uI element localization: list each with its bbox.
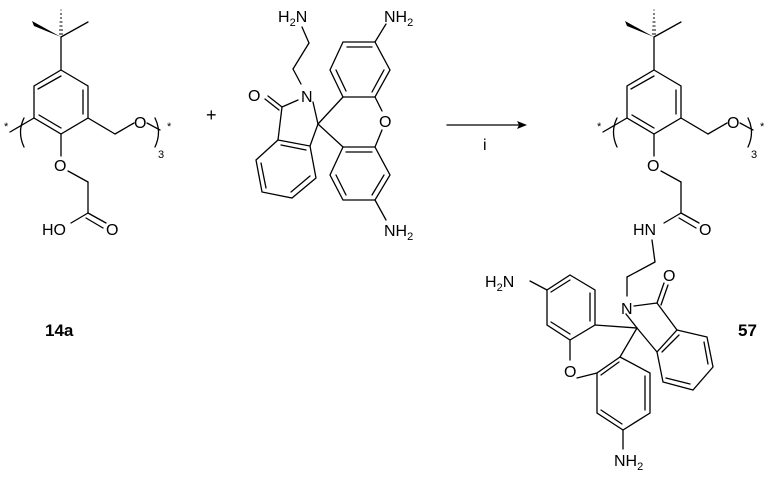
star-left: *: [4, 121, 9, 133]
product-xanthene-o-label: O: [564, 364, 576, 381]
product-h2n-label: H2N: [485, 274, 514, 294]
star-right: *: [167, 121, 172, 133]
nh2-top-label: NH2: [384, 9, 413, 29]
product-repeat-subscript: 3: [751, 149, 757, 161]
product-phenoxy-o-label: O: [647, 158, 659, 175]
product-lactam-n-label: N: [621, 301, 633, 318]
h2n-label: H2N: [278, 9, 307, 29]
lactam-o-label: O: [248, 88, 260, 105]
reaction-condition: i: [483, 137, 487, 154]
amide-o-label: O: [699, 222, 711, 239]
plus-sign: +: [206, 105, 217, 125]
product-ether-o-label: O: [727, 115, 739, 132]
carbonyl-o-label: O: [106, 222, 118, 239]
lactam-n-label: N: [301, 89, 313, 106]
hydroxyl-label: HO: [42, 222, 66, 239]
xanthene-o-label: O: [379, 114, 391, 131]
nh2-bottom-label: NH2: [384, 223, 413, 243]
compound-number-57: 57: [738, 321, 757, 340]
repeat-subscript: 3: [158, 149, 164, 161]
product-57-structure: O O HN O 3 * * N O O H2: [485, 9, 765, 473]
phenoxy-o-label: O: [54, 158, 66, 175]
ether-o-label: O: [134, 115, 146, 132]
product-lactam-o-label: O: [663, 268, 675, 285]
amide-nh-label: HN: [633, 222, 656, 239]
rhodamine-amine-structure: H2N N O O NH2 NH2: [248, 9, 413, 243]
reactant-14a-structure: O O HO O 3 * * 14a: [4, 9, 172, 340]
product-star-right: *: [760, 121, 765, 133]
compound-number-14a: 14a: [45, 321, 74, 340]
reaction-arrow: i: [446, 121, 527, 154]
product-star-left: *: [597, 121, 602, 133]
product-nh2-label: NH2: [614, 453, 643, 473]
